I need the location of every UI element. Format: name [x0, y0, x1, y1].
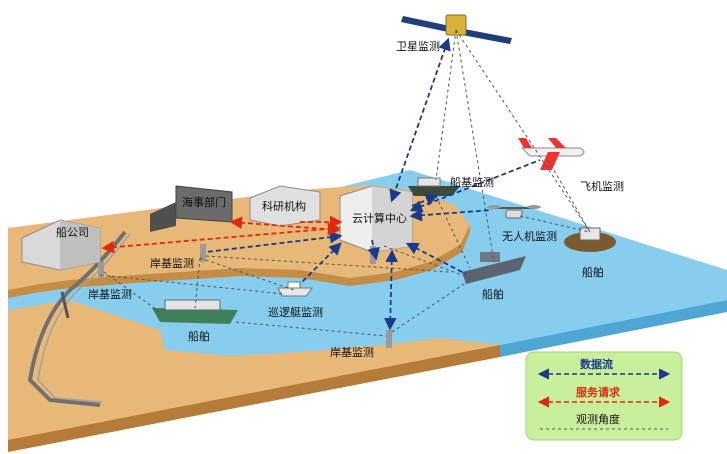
legend-service-request-label: 服务请求 [576, 385, 621, 399]
service-request-lines [101, 215, 343, 254]
ship-mid-icon [462, 252, 526, 284]
label-aircraft: 飞机监测 [580, 179, 624, 193]
shore-station-top [200, 244, 206, 262]
label-shore-top: 岸基监测 [150, 257, 194, 270]
bridge [27, 230, 127, 407]
ship-left-icon [152, 299, 238, 324]
lower-land [8, 300, 500, 450]
upper-land-edge [8, 225, 470, 298]
drone-icon [487, 205, 541, 219]
label-maritime: 海事部门 [182, 195, 226, 209]
label-shore-bottom: 岸基监测 [330, 346, 374, 359]
legend: 数据流 服务请求 观测角度 [525, 351, 683, 441]
legend-observe-label: 观测角度 [576, 412, 620, 426]
label-satellite: 卫星监测 [396, 40, 440, 53]
shore-station-left [98, 262, 104, 278]
label-company: 船公司 [56, 225, 89, 239]
legend-data-flow-label: 数据流 [580, 357, 613, 371]
observe-lines [99, 29, 591, 337]
bridge-rail [37, 233, 131, 403]
label-cloud: 云计算中心 [352, 211, 407, 225]
water-edge [500, 300, 727, 357]
aircraft-icon [518, 138, 585, 170]
shore-station-cloud [370, 246, 376, 264]
shore-station-bottom [386, 330, 392, 348]
satellite-icon [401, 14, 512, 44]
label-ship-left: 船舶 [188, 329, 210, 343]
shipping-company-building [21, 219, 101, 271]
lower-land-front [8, 345, 500, 452]
label-drone: 无人机监测 [502, 229, 557, 243]
cloud-center-building [339, 185, 413, 253]
label-patrol: 巡逻艇监测 [268, 305, 323, 319]
label-ship-mid: 船舶 [482, 287, 504, 301]
bridge-pylon [60, 291, 70, 319]
label-shore-left: 岸基监测 [88, 288, 132, 301]
label-ship-right: 船舶 [582, 265, 604, 279]
label-ship-monitor: 船基监测 [450, 175, 494, 189]
label-research: 科研机构 [262, 199, 306, 213]
